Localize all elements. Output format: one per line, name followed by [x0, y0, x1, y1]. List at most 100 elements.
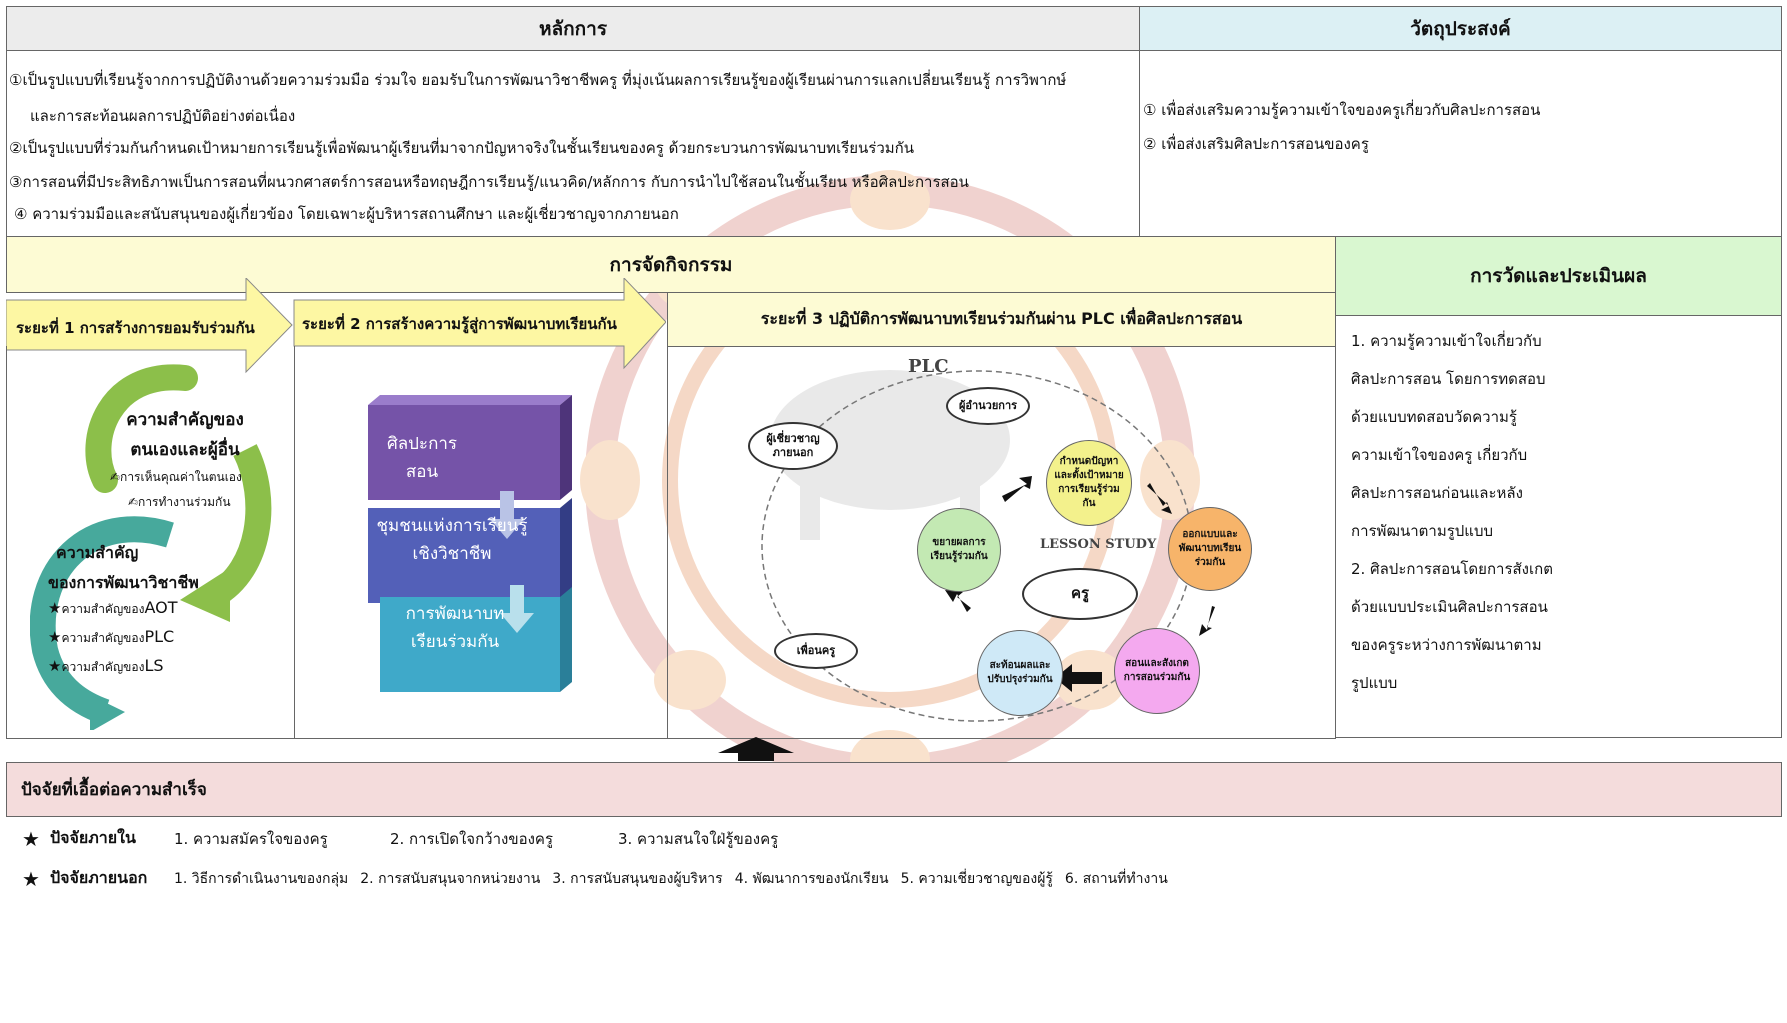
external-item: 3. การสนับสนุนของผู้บริหาร [552, 870, 723, 887]
green-cycle-arrow-icon [85, 364, 198, 493]
star-icon: ★ [48, 657, 62, 675]
evaluation-title: การวัดและประเมินผล [1470, 265, 1647, 287]
objective-line-2: ② เพื่อส่งเสริมศิลปะการสอนของครู [1143, 135, 1369, 153]
evaluation-line: ด้วยแบบประเมินศิลปะการสอน [1351, 598, 1548, 616]
phase1-label: ระยะที่ 1 การสร้างการยอมรับร่วมกัน [16, 319, 255, 337]
principle-line-1b: และการสะท้อนผลการปฏิบัติอย่างต่อเนื่อง [30, 107, 296, 125]
phase2-blocks [368, 395, 572, 692]
down-arrow-icon [500, 585, 534, 633]
step1-label: กำหนดปัญหาและตั้งเป้าหมายการเรียนรู้ร่วม… [1054, 456, 1124, 509]
heading2-line-b: ของการพัฒนาวิชาชีพ [48, 573, 199, 592]
principle-line-4: ④ ความร่วมมือและสนับสนุนของผู้เกี่ยวข้อง… [14, 205, 679, 223]
evaluation-line: ด้วยแบบทดสอบวัดความรู้ [1351, 408, 1517, 426]
principles-title: หลักการ [538, 17, 608, 40]
external-item: 4. พัฒนาการของนักเรียน [734, 870, 889, 887]
star-item-big: LS [144, 656, 164, 675]
phase3-cycle [761, 370, 1215, 722]
phase2-arrow-shape [293, 278, 666, 370]
external-item: 5. ความเชี่ยวชาญของผู้รู้ [900, 870, 1053, 887]
evaluation-line: ความเข้าใจของครู เกี่ยวกับ [1351, 446, 1528, 464]
internal-label: ปัจจัยภายใน [49, 828, 136, 847]
step3-label: สอนและสังเกตการสอนร่วมกัน [1123, 658, 1191, 683]
phase1-sub2: ✍การทำงานร่วมกัน [128, 495, 231, 509]
phase3-cell [667, 346, 1336, 739]
evaluation-text: 1. ความรู้ความเข้าใจเกี่ยวกับ ศิลปะการสอ… [1351, 322, 1561, 702]
star-item-pre: ความสำคัญของ [61, 602, 145, 616]
teacher-oval: ครู [1022, 568, 1138, 620]
evaluation-line: การพัฒนาตามรูปแบบ [1351, 522, 1494, 540]
star-icon: ★ [48, 628, 62, 646]
heading1-line-a: ความสำคัญของ [126, 410, 244, 430]
phase-arrows [6, 278, 666, 374]
step2-bubble: ออกแบบและพัฒนาบทเรียนร่วมกัน [1168, 507, 1252, 591]
block-indigo-shape [368, 498, 572, 603]
phase3-label: ระยะที่ 3 ปฏิบัติการพัฒนาบทเรียนร่วมกันผ… [760, 309, 1243, 328]
star-item-aot: ★ความสำคัญของAOT [48, 594, 177, 623]
cycle-arrow-icon [945, 476, 1215, 692]
phase3-header: ระยะที่ 3 ปฏิบัติการพัฒนาบทเรียนร่วมกันผ… [667, 292, 1336, 347]
evaluation-line: ศิลปะการสอน โดยการทดสอบ [1351, 370, 1546, 388]
phase1-star-list: ★ความสำคัญของAOT ★ความสำคัญของPLC ★ความส… [48, 594, 177, 681]
star-icon: ★ [48, 599, 62, 617]
evaluation-line: 2. ศิลปะการสอนโดยการสังเกต [1351, 560, 1553, 578]
objectives-title: วัตถุประสงค์ [1410, 17, 1511, 40]
block1-label: ศิลปะการสอน [386, 434, 458, 482]
activities-header: การจัดกิจกรรม [6, 236, 1336, 293]
principles-header: หลักการ [6, 6, 1140, 51]
star-icon: ★ [22, 866, 40, 891]
external-item: 6. สถานที่ทำงาน [1064, 870, 1168, 887]
internal-item: 1. ความสมัครใจของครู [173, 829, 328, 848]
teacher-label: ครู [1070, 584, 1090, 603]
director-label: ผู้อำนวยการ [958, 398, 1018, 412]
external-item: 1. วิธีการดำเนินงานของกลุ่ม [173, 870, 349, 887]
phase2-label: ระยะที่ 2 การสร้างความรู้สู่การพัฒนาบทเร… [302, 315, 617, 333]
objectives-header: วัตถุประสงค์ [1139, 6, 1782, 51]
external-item: 2. การสนับสนุนจากหน่วยงาน [360, 870, 541, 887]
factors-header: ปัจจัยที่เอื้อต่อความสำเร็จ [6, 762, 1782, 817]
block-teal-shape [380, 587, 572, 692]
step4-bubble: สะท้อนผลและปรับปรุงร่วมกัน [977, 630, 1063, 716]
star-item-pre: ความสำคัญของ [61, 660, 145, 674]
up-arrow-icon [718, 737, 794, 761]
principle-line-2: ②เป็นรูปแบบที่ร่วมกันกำหนดเป้าหมายการเรี… [9, 139, 914, 157]
internal-item: 3. ความสนใจใฝ่รู้ของครู [617, 829, 779, 848]
expert-oval: ผู้เชี่ยวชาญภายนอก [748, 422, 838, 470]
evaluation-line: ศิลปะการสอนก่อนและหลัง [1351, 484, 1523, 502]
director-oval: ผู้อำนวยการ [946, 387, 1030, 425]
star-item-plc: ★ความสำคัญของPLC [48, 623, 177, 652]
heading1-line-b: ตนเองและผู้อื่น [130, 440, 240, 460]
phase1-arrow-shape [6, 278, 293, 374]
evaluation-header: การวัดและประเมินผล [1335, 236, 1782, 316]
plc-label: PLC [908, 356, 949, 377]
step1-bubble: กำหนดปัญหาและตั้งเป้าหมายการเรียนรู้ร่วม… [1046, 440, 1132, 526]
peer-oval: เพื่อนครู [774, 633, 858, 669]
star-icon: ★ [22, 826, 40, 851]
step2-label: ออกแบบและพัฒนาบทเรียนร่วมกัน [1178, 529, 1242, 568]
internal-factors-row: ★ ปัจจัยภายใน 1. ความสมัครใจของครู 2. กา… [22, 826, 778, 851]
internal-item: 2. การเปิดใจกว้างของครู [389, 829, 554, 848]
phase1-sub1: ✍การเห็นคุณค่าในตนเอง [110, 470, 242, 484]
step5-bubble: ขยายผลการเรียนรู้ร่วมกัน [917, 508, 1001, 592]
step4-label: สะท้อนผลและปรับปรุงร่วมกัน [987, 660, 1053, 685]
principle-line-1: ①เป็นรูปแบบที่เรียนรู้จากการปฏิบัติงานด้… [9, 71, 1067, 89]
evaluation-line: 1. ความรู้ความเข้าใจเกี่ยวกับ [1351, 332, 1542, 350]
lesson-study-label: LESSON STUDY [1040, 537, 1157, 552]
external-factors-row: ★ ปัจจัยภายนอก 1. วิธีการดำเนินงานของกลุ… [22, 866, 1168, 891]
principle-line-3: ③การสอนที่มีประสิทธิภาพเป็นการสอนที่ผนวก… [9, 173, 969, 191]
step5-label: ขยายผลการเรียนรู้ร่วมกัน [930, 537, 988, 562]
external-label: ปัจจัยภายนอก [49, 868, 148, 887]
evaluation-line: รูปแบบ [1351, 674, 1398, 692]
factors-title: ปัจจัยที่เอื้อต่อความสำเร็จ [21, 780, 207, 800]
phase1-arcs [30, 364, 272, 730]
teal-cycle-arrow-icon [30, 516, 174, 725]
teal-arrowhead-icon [90, 695, 125, 730]
evaluation-line: ของครูระหว่างการพัฒนาตาม [1351, 636, 1542, 654]
star-item-big: PLC [144, 627, 175, 646]
phase1-heading2: ความสำคัญ ของการพัฒนาวิชาชีพ [48, 538, 199, 598]
block3-label: การพัฒนาบทเรียนร่วมกัน [405, 604, 505, 652]
step3-bubble: สอนและสังเกตการสอนร่วมกัน [1114, 628, 1200, 714]
activities-title: การจัดกิจกรรม [609, 253, 733, 276]
down-arrow-icon [490, 491, 524, 539]
star-item-big: AOT [144, 598, 178, 617]
block2-label: ชุมชนแห่งการเรียนรู้เชิงวิชาชีพ [376, 516, 528, 564]
